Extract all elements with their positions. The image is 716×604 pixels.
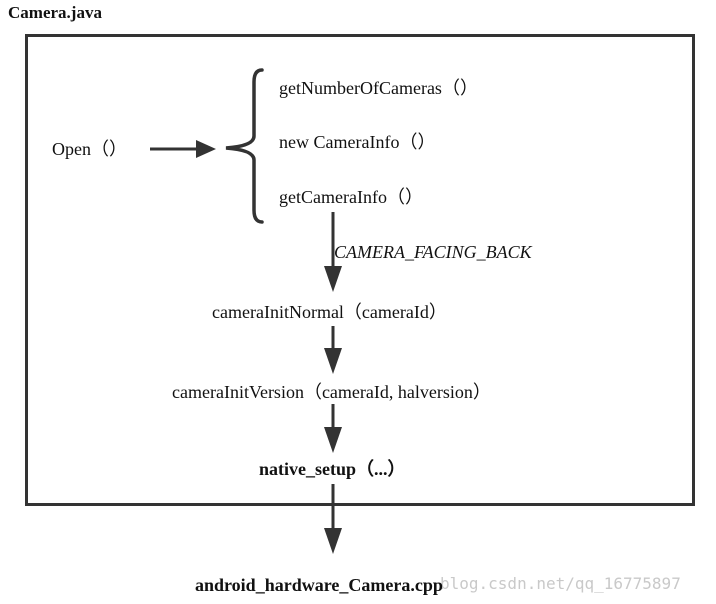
native-cpp-file-label: android_hardware_Camera.cpp	[195, 575, 443, 595]
version-to-native-arrow	[324, 404, 342, 453]
native-to-cpp-arrow	[324, 484, 342, 554]
camera-init-version-label: cameraInitVersion（cameraId, halversion）	[172, 382, 491, 402]
open-call-label: Open（）	[52, 139, 127, 159]
camera-init-normal-label: cameraInitNormal（cameraId）	[212, 302, 447, 322]
native-setup-label: native_setup（...）	[259, 459, 406, 479]
get-number-of-cameras-label: getNumberOfCameras（）	[279, 78, 478, 98]
normal-to-version-arrow	[324, 326, 342, 374]
open-to-brace-arrow	[150, 140, 216, 158]
camera-facing-back-label: CAMERA_FACING_BACK	[334, 242, 532, 262]
left-brace-icon	[225, 68, 264, 224]
watermark-text: blog.csdn.net/qq_16775897	[440, 574, 681, 593]
new-camera-info-label: new CameraInfo（）	[279, 132, 436, 152]
diagram-title: Camera.java	[8, 3, 102, 22]
get-camera-info-label: getCameraInfo（）	[279, 187, 423, 207]
brace-to-normal-arrow	[324, 212, 342, 292]
camera-java-box	[25, 34, 695, 506]
